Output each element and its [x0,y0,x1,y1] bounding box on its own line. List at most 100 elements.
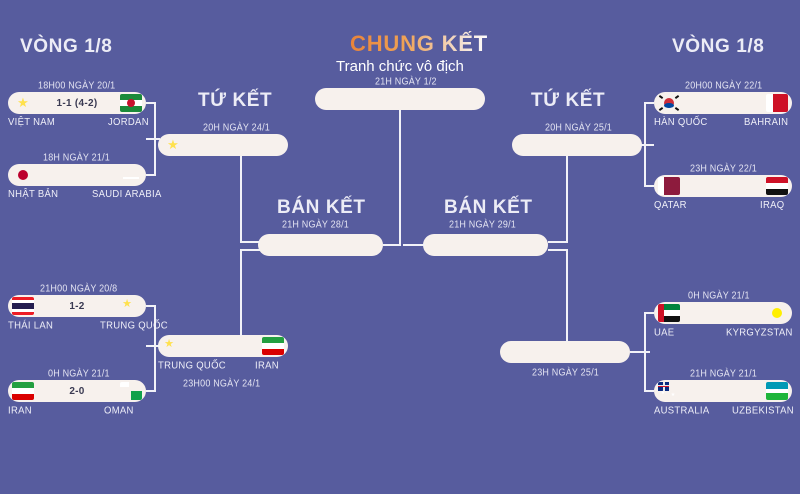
connector-line [403,244,425,246]
vietnam-flag: ★ [167,137,179,152]
match-r16-left-4[interactable]: 2-0 [8,380,146,402]
team-r16-right-1-away: BAHRAIN [744,116,789,129]
connector-line [399,110,401,134]
connector-line [146,305,156,307]
heading-right-semi: BÁN KẾT [444,197,533,218]
date-r16-right-2: 23H NGÀY 22/1 [690,162,757,174]
jordan-flag [120,94,142,112]
vietnam-flag: ★ [17,95,29,110]
heading-left-quarter: TỨ KẾT [198,90,273,111]
team-r16-left-3-home: THÁI LAN [8,319,54,332]
match-qf-right-2[interactable] [500,341,630,363]
date-qf-left-2: 23H00 NGÀY 24/1 [183,377,261,389]
connector-line [146,138,160,140]
date-r16-left-2: 18H NGÀY 21/1 [43,151,110,163]
connector-line [548,249,568,251]
heading-left-round16: VÒNG 1/8 [20,36,113,57]
connector-line [566,156,568,242]
match-r16-right-4[interactable]: ★ ★ [654,380,792,402]
connector-line [240,156,242,242]
team-r16-right-4-away: UZBEKISTAN [732,404,794,417]
match-r16-right-3[interactable] [654,302,792,324]
connector-line [240,249,260,251]
team-r16-left-3-away: TRUNG QUỐC [100,319,168,332]
match-r16-right-1[interactable] [654,92,792,114]
thailand-flag [12,297,34,315]
match-qf-left-2[interactable]: ★ [158,335,288,357]
connector-line [644,102,654,104]
team-r16-left-1-home: VIỆT NAM [8,116,56,129]
connector-line [644,390,654,392]
date-r16-left-3: 21H00 NGÀY 20/8 [40,282,118,294]
connector-line [566,250,568,342]
team-r16-right-4-home: AUSTRALIA [654,404,710,417]
score-r16-left-3: 1-2 [69,300,85,312]
connector-line [548,241,568,243]
iran-flag [12,382,34,400]
team-r16-left-2-home: NHẬT BẢN [8,188,59,201]
date-semi-left: 21H NGÀY 28/1 [282,218,349,230]
team-r16-left-4-home: IRAN [8,404,32,417]
date-r16-right-4: 21H NGÀY 21/1 [690,367,757,379]
date-final: 21H NGÀY 1/2 [375,75,437,87]
team-qf-left-2-home: TRUNG QUỐC [158,359,226,372]
heading-left-semi: BÁN KẾT [277,197,366,218]
uae-flag [658,304,680,322]
team-r16-left-2-away: SAUDI ARABIA [92,188,162,201]
japan-flag [12,166,34,184]
date-r16-left-1: 18H00 NGÀY 20/1 [38,79,116,91]
connector-line [399,110,401,246]
match-semi-left[interactable] [258,234,383,256]
south-korea-flag [658,94,680,112]
team-r16-left-1-away: JORDAN [108,116,149,129]
connector-line [383,244,401,246]
heading-final: CHUNG KẾT [350,31,488,56]
team-qf-left-2-away: IRAN [255,359,279,372]
team-r16-right-3-home: UAE [654,326,675,339]
connector-line [240,241,260,243]
date-qf-right-2: 23H NGÀY 25/1 [532,366,599,378]
saudi-arabia-flag [120,166,142,184]
date-qf-left-1: 20H NGÀY 24/1 [203,121,270,133]
date-qf-right-1: 20H NGÀY 25/1 [545,121,612,133]
match-qf-right-1[interactable] [512,134,642,156]
connector-line [240,250,242,336]
match-r16-left-1[interactable]: ★ 1-1 (4-2) [8,92,146,114]
qatar-flag [658,177,680,195]
match-r16-left-2[interactable] [8,164,146,186]
china-flag: ★ [122,298,132,310]
match-r16-right-2[interactable] [654,175,792,197]
bahrain-flag [766,94,788,112]
kyrgyzstan-flag [766,304,788,322]
australia-flag: ★ ★ [658,382,680,400]
team-r16-right-1-home: HÀN QUỐC [654,116,708,129]
connector-line [644,185,654,187]
connector-line [146,102,156,104]
heading-right-round16: VÒNG 1/8 [672,36,765,57]
oman-flag [120,382,142,400]
team-r16-left-4-away: OMAN [104,404,134,417]
match-final[interactable] [315,88,485,110]
team-r16-right-2-home: QATAR [654,199,687,212]
match-r16-left-3[interactable]: 1-2 ★ [8,295,146,317]
date-semi-right: 21H NGÀY 29/1 [449,218,516,230]
iran-flag [262,337,284,355]
date-r16-left-4: 0H NGÀY 21/1 [48,367,110,379]
final-subtitle: Tranh chức vô địch [336,58,464,75]
china-flag: ★ [164,338,174,350]
uzbekistan-flag [766,382,788,400]
connector-line [146,174,156,176]
iraq-flag [766,177,788,195]
match-semi-right[interactable] [423,234,548,256]
team-r16-right-3-away: KYRGYZSTAN [726,326,793,339]
score-r16-left-4: 2-0 [69,385,85,397]
score-r16-left-1: 1-1 (4-2) [56,97,98,109]
connector-line [642,144,654,146]
connector-line [154,305,156,392]
connector-line [644,312,654,314]
connector-line [146,390,156,392]
date-r16-right-3: 0H NGÀY 21/1 [688,289,750,301]
match-qf-left-1[interactable]: ★ [158,134,288,156]
team-r16-right-2-away: IRAQ [760,199,785,212]
